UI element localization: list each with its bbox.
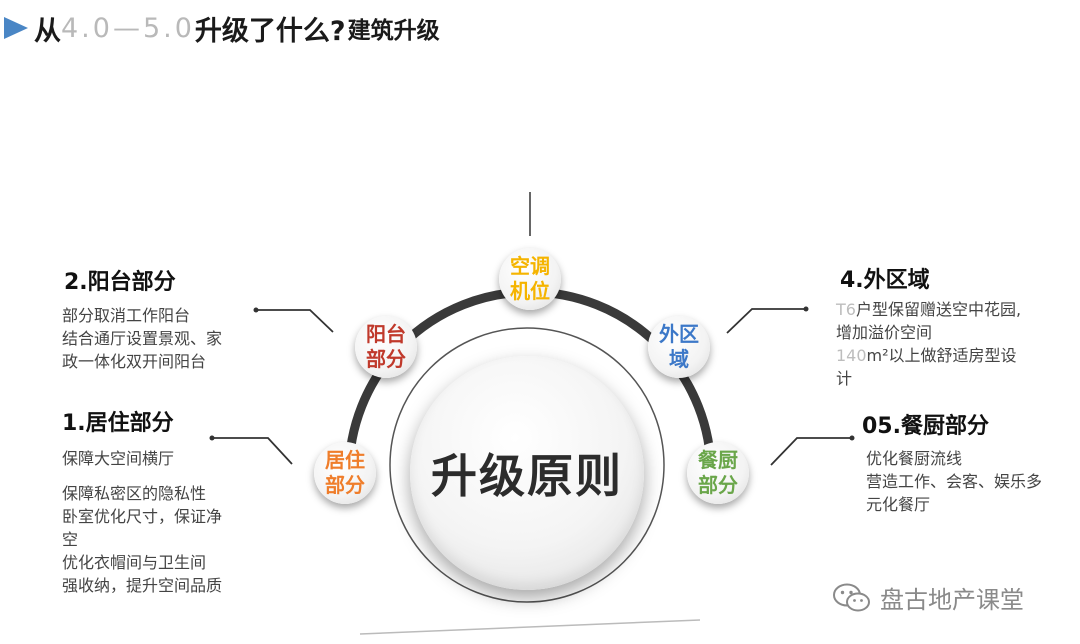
balcony-line: 部分取消工作阳台 [62,306,191,325]
outer-description: T6户型保留赠送空中花园, 增加溢价空间 140m²以上做舒适房型设 计 [836,298,1021,390]
node-living: 居住 部分 [314,442,376,504]
page-title: 从 4.0—5.0 升级了什么? 建筑升级 [4,8,440,48]
node-balcony-text: 阳台 部分 [361,322,411,372]
outer-l3-rest: m²以上做舒适房型设 [866,346,1017,365]
living-heading: 1.居住部分 [62,411,174,436]
balcony-heading: 2.阳台部分 [64,270,176,295]
node-living-text: 居住 部分 [320,448,370,498]
kitchen-line: 优化餐厨流线 [866,449,963,468]
title-version: 4.0—5.0 [61,12,195,44]
wechat-icon [833,583,870,611]
node-outer-text: 外区 域 [654,322,704,372]
node-kitchen: 餐厨 部分 [687,442,749,504]
play-triangle-icon [4,17,28,39]
kitchen-heading: 05.餐厨部分 [862,414,989,439]
balcony-line: 政一体化双开间阳台 [62,352,207,371]
node-outer-line1: 外区 [659,322,699,346]
node-balcony-line1: 阳台 [366,322,406,346]
living-line: 强收纳，提升空间品质 [62,576,223,595]
node-outer-area: 外区 域 [648,316,710,378]
kitchen-line: 元化餐厅 [866,495,931,514]
outer-heading: 4.外区域 [840,268,930,293]
outer-l1-prefix: T6 [836,300,856,319]
node-air-text: 空调 机位 [505,254,555,304]
living-line: 保障大空间横厅 [62,449,175,468]
watermark-text: 盘古地产课堂 [880,586,1024,614]
bottom-line [359,619,701,635]
node-air-line2: 机位 [510,279,550,303]
connector-balcony [256,309,334,333]
living-first-line: 保障大空间横厅 [62,447,174,470]
node-outer-line2: 域 [669,347,689,371]
node-balcony-line2: 部分 [366,347,406,371]
balcony-description: 部分取消工作阳台 结合通厅设置景观、家 政一体化双开间阳台 [62,304,222,373]
connector-kitchen [770,437,852,466]
title-prefix: 从 [34,15,61,47]
center-circle: 升级原则 [410,356,644,590]
node-kitchen-line1: 餐厨 [698,448,738,472]
node-living-line2: 部分 [325,473,365,497]
outer-l3-prefix: 140 [836,346,867,365]
node-kitchen-text: 餐厨 部分 [693,448,743,498]
living-description: 保障私密区的隐私性 卧室优化尺寸，保证净 空 优化衣帽间与卫生间 强收纳，提升空… [62,482,222,597]
kitchen-description: 优化餐厨流线 营造工作、会客、娱乐多 元化餐厅 [866,447,1042,516]
node-living-line1: 居住 [325,448,365,472]
outer-line: T6户型保留赠送空中花园, [836,298,1021,321]
kitchen-line: 营造工作、会客、娱乐多 [866,472,1043,491]
node-air-conditioner: 空调 机位 [499,248,561,310]
living-line: 保障私密区的隐私性 [62,484,207,503]
center-label: 升级原则 [431,449,623,503]
living-line: 优化衣帽间与卫生间 [62,553,207,572]
title-question: 升级了什么? [194,15,346,47]
node-kitchen-line2: 部分 [698,473,738,497]
title-sub: 建筑升级 [347,18,440,44]
living-line: 卧室优化尺寸，保证净 [62,507,223,526]
outer-line: 计 [836,369,853,388]
outer-l1-rest: 户型保留赠送空中花园, [855,300,1022,319]
node-balcony: 阳台 部分 [355,316,417,378]
watermark: 盘古地产课堂 [832,580,1024,615]
node-air-line1: 空调 [510,254,550,278]
inner-ring [389,327,665,603]
connector-living [212,437,293,465]
outer-line: 140m²以上做舒适房型设 [836,344,1021,367]
balcony-line: 结合通厅设置景观、家 [62,329,223,348]
living-line: 空 [62,530,79,549]
connector-outer [726,308,806,334]
outer-line: 增加溢价空间 [836,323,933,342]
